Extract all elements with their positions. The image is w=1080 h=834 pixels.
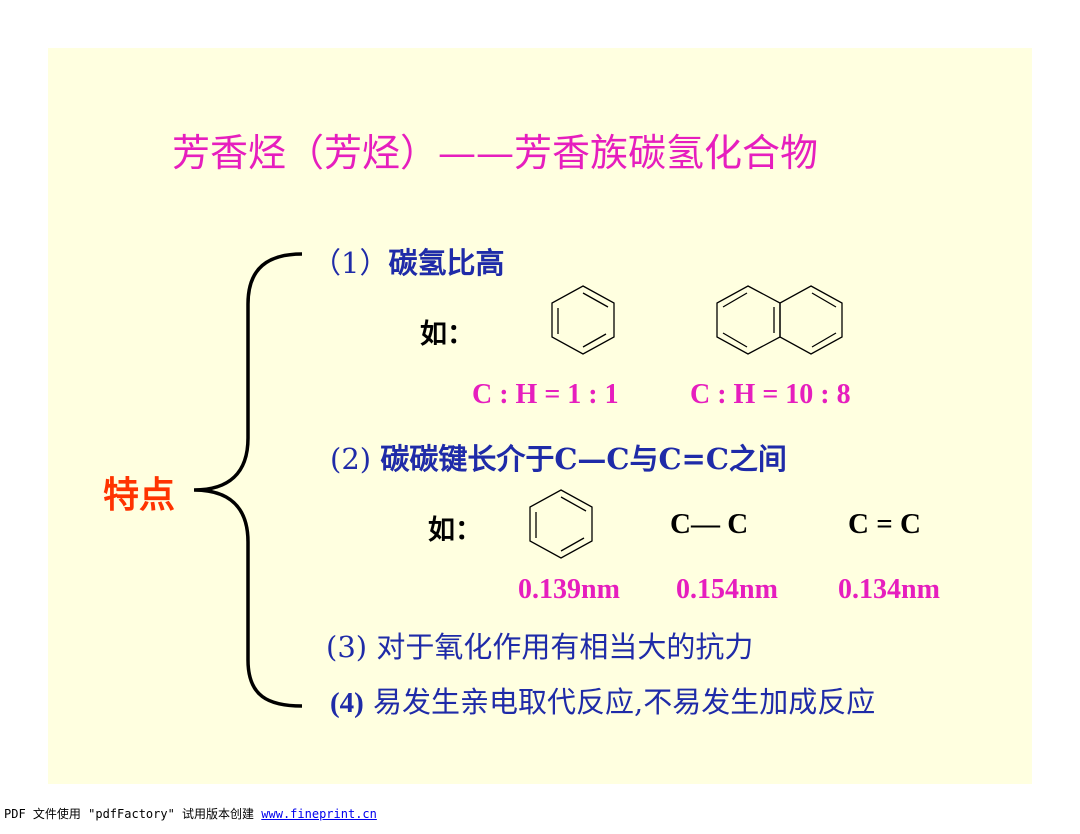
point-2-text: 碳碳键长介于C—C与C=C之间 xyxy=(380,442,787,476)
pdf-footer: PDF 文件使用 "pdfFactory" 试用版本创建 www.finepri… xyxy=(4,805,377,822)
point-3: (3) 对于氧化作用有相当大的抗力 xyxy=(326,624,753,666)
benzene-icon xyxy=(551,285,615,355)
point-1-number: （1） xyxy=(312,246,389,280)
benzene-icon xyxy=(529,489,593,559)
length-double: 0.134nm xyxy=(838,574,940,605)
point-4: (4) 易发生亲电取代反应,不易发生加成反应 xyxy=(330,679,875,721)
slide-title: 芳香烃（芳烃）——芳香族碳氢化合物 xyxy=(172,131,819,175)
footer-text: PDF 文件使用 "pdfFactory" 试用版本创建 xyxy=(4,807,255,821)
slide-background xyxy=(48,48,1032,784)
point-4-number: (4) xyxy=(330,687,364,719)
naphthalene-icon xyxy=(716,285,843,355)
point-1-text: 碳氢比高 xyxy=(388,246,505,280)
point-2-number: (2) xyxy=(330,442,372,476)
point-4-text: 易发生亲电取代反应,不易发生加成反应 xyxy=(373,685,876,719)
point-1: （1）碳氢比高 xyxy=(312,240,504,282)
ratio-benzene: C : H = 1 : 1 xyxy=(472,379,619,410)
features-label: 特点 xyxy=(103,474,176,516)
point-3-number: (3) xyxy=(326,630,368,664)
double-bond-label: C = C xyxy=(848,508,921,540)
example-label-2: 如： xyxy=(428,515,482,546)
length-benzene: 0.139nm xyxy=(518,574,620,605)
footer-link[interactable]: www.fineprint.cn xyxy=(261,807,377,821)
length-single: 0.154nm xyxy=(676,574,778,605)
point-3-text: 对于氧化作用有相当大的抗力 xyxy=(376,630,754,664)
ratio-naphthalene: C : H = 10 : 8 xyxy=(690,379,851,410)
example-label-1: 如： xyxy=(420,319,474,350)
single-bond-label: C— C xyxy=(670,508,749,540)
point-2: (2) 碳碳键长介于C—C与C=C之间 xyxy=(330,436,787,478)
